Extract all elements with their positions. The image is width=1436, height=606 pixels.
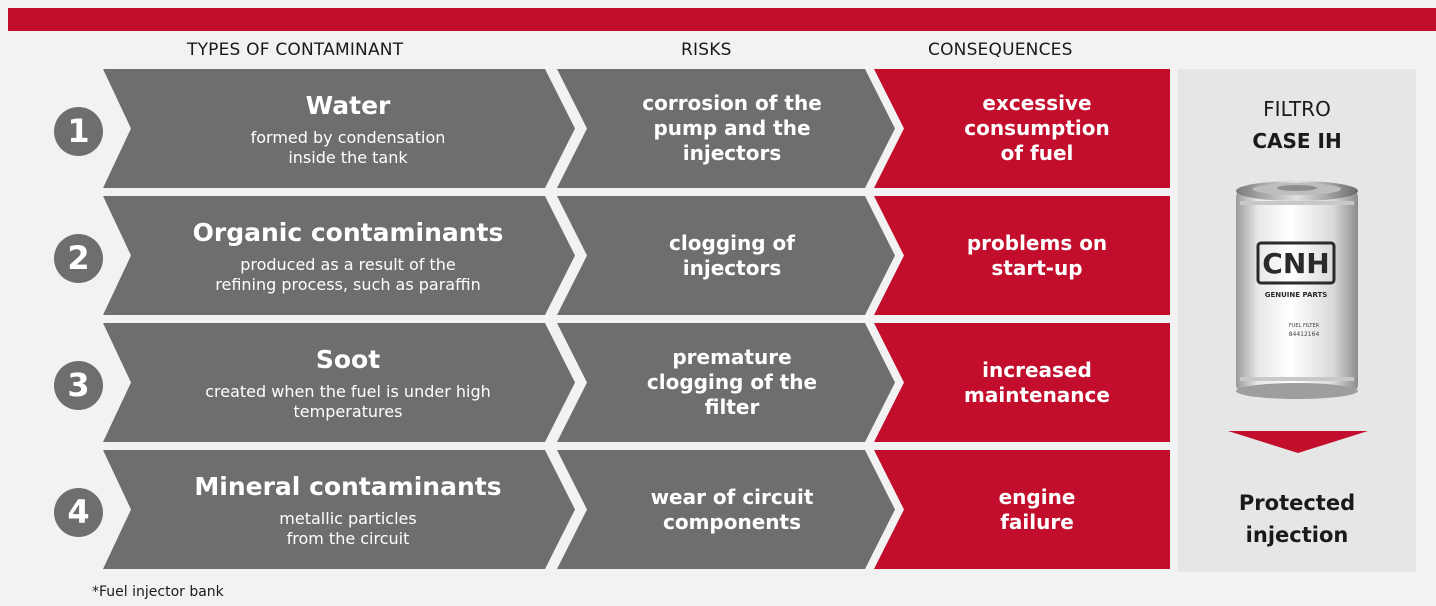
result-line: injection (1245, 523, 1349, 547)
type-title: Soot (315, 344, 381, 374)
consequence-line: consumption (964, 116, 1110, 140)
type-desc-line: produced as a result of the (240, 254, 456, 274)
consequence-line: excessive (982, 91, 1092, 115)
risk-line: clogging of (669, 230, 795, 255)
top-red-bar (8, 8, 1436, 31)
consequence-box (874, 196, 1170, 315)
filter-label-text: FUEL FILTER (1289, 323, 1320, 329)
consequence-line: start-up (991, 255, 1083, 280)
risk-arrow (557, 450, 895, 569)
filter-subtitle-text: GENUINE PARTS (1265, 291, 1328, 299)
contaminant-row-2: 2 Organic contaminants produced as a res… (0, 196, 1180, 315)
filter-logo-text: CNH (1262, 247, 1329, 280)
type-arrow (103, 69, 575, 188)
contaminant-row-4: 4 Mineral contaminants metallic particle… (0, 450, 1180, 569)
type-arrow (103, 196, 575, 315)
header-risks: RISKS (681, 40, 732, 60)
risk-arrow (557, 323, 895, 442)
footnote: *Fuel injector bank (92, 584, 224, 600)
consequence-box (874, 323, 1170, 442)
risk-line: pump and the (653, 116, 811, 140)
panel-brand-label: CASE IH (1252, 129, 1342, 153)
type-description: created when the fuel is under high temp… (205, 382, 491, 422)
risk-arrow (557, 196, 895, 315)
contaminant-row-1: 1 Water formed by condensation inside th… (0, 69, 1180, 188)
header-consequences: CONSEQUENCES (928, 40, 1073, 60)
consequence-text: excessive consumption of fuel (904, 69, 1170, 188)
type-desc-line: temperatures (293, 401, 403, 421)
type-arrow (103, 323, 575, 442)
risk-text: premature clogging of the filter (587, 323, 877, 442)
risk-text: wear of circuit components (587, 450, 877, 569)
type-text: Soot created when the fuel is under high… (131, 323, 565, 442)
type-text: Mineral contaminants metallic particles … (131, 450, 565, 569)
consequence-line: engine (998, 484, 1076, 509)
consequence-box (874, 69, 1170, 188)
type-description: formed by condensation inside the tank (251, 128, 446, 168)
type-title: Water (305, 90, 391, 120)
risk-text: corrosion of the pump and the injectors (587, 69, 877, 188)
consequence-line: failure (1000, 509, 1074, 534)
type-description: metallic particles from the circuit (279, 509, 416, 549)
risk-line: filter (704, 395, 760, 419)
number-badge: 2 (54, 234, 103, 283)
number-badge: 3 (54, 361, 103, 410)
consequence-line: problems on (966, 230, 1108, 255)
consequence-text: problems on start-up (904, 196, 1170, 315)
risk-line: premature (672, 345, 792, 369)
number-badge: 1 (54, 107, 103, 156)
type-arrow (103, 450, 575, 569)
down-arrow-icon (1228, 431, 1368, 453)
filter-partnum-text: 84412164 (1289, 331, 1320, 338)
type-text: Organic contaminants produced as a resul… (131, 196, 565, 315)
type-desc-line: formed by condensation (250, 127, 446, 147)
risk-line: corrosion of the (642, 91, 822, 115)
risk-line: wear of circuit (650, 484, 814, 509)
type-description: produced as a result of the refining pro… (215, 255, 480, 295)
panel-filter-label: FILTRO (1263, 97, 1331, 121)
type-desc-line: created when the fuel is under high (205, 381, 491, 401)
type-desc-line: from the circuit (286, 528, 410, 548)
type-title: Mineral contaminants (194, 471, 502, 501)
risk-line: injectors (682, 141, 782, 165)
consequence-box (874, 450, 1170, 569)
result-line: Protected (1238, 491, 1356, 515)
panel-result: Protected injection (1178, 487, 1416, 551)
consequence-line: of fuel (1000, 141, 1074, 165)
consequence-text: engine failure (904, 450, 1170, 569)
contaminant-row-3: 3 Soot created when the fuel is under hi… (0, 323, 1180, 442)
type-desc-line: metallic particles (279, 508, 417, 528)
type-desc-line: refining process, such as paraffin (215, 274, 481, 294)
header-types: TYPES OF CONTAMINANT (187, 40, 404, 60)
number-badge: 4 (54, 488, 103, 537)
risk-line: components (663, 509, 801, 534)
fuel-filter-image: CNH GENUINE PARTS FUEL FILTER 84412164 (1236, 181, 1358, 399)
risk-line: injectors (682, 255, 782, 280)
consequence-line: maintenance (964, 382, 1110, 407)
type-desc-line: inside the tank (288, 147, 408, 167)
type-text: Water formed by condensation inside the … (131, 69, 565, 188)
filter-panel: FILTRO CASE IH CNH GENUINE PARTS (1178, 69, 1416, 572)
risk-arrow (557, 69, 895, 188)
risk-line: clogging of the (646, 370, 818, 394)
risk-text: clogging of injectors (587, 196, 877, 315)
consequence-text: increased maintenance (904, 323, 1170, 442)
consequence-line: increased (982, 357, 1092, 382)
type-title: Organic contaminants (192, 217, 504, 247)
